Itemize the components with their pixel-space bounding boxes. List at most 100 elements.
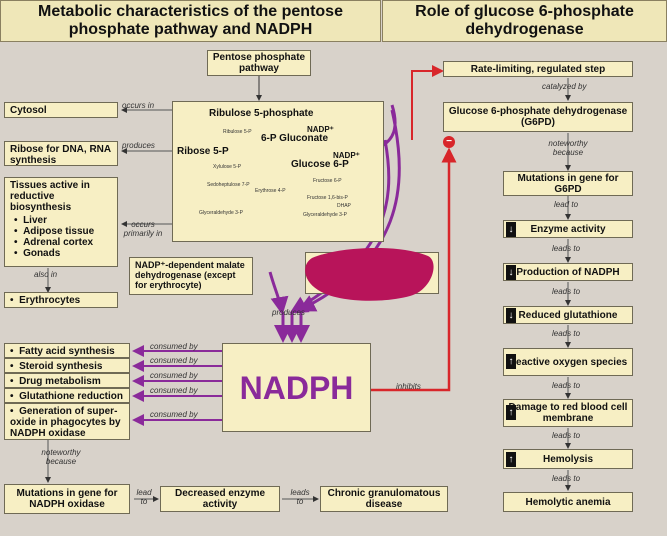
gluconate6p: 6-P Gluconate xyxy=(261,133,329,144)
glyceraldehyde3p-right: Glyceraldehyde 3-P xyxy=(303,212,347,218)
g6pd-text: Glucose 6-phosphate dehydrogenase (G6PD) xyxy=(448,106,628,128)
consumer-superoxide: Generation of super-oxide in phagocytes … xyxy=(4,403,130,440)
tissues-box: Tissues active in reductive biosynthesis… xyxy=(4,177,118,267)
reduced-glutathione-box: Reduced glutathione xyxy=(503,306,633,324)
consumer-drug: Drug metabolism xyxy=(4,373,130,388)
consumer-fatty-acid: Fatty acid synthesis xyxy=(4,343,130,358)
pathway-title: Pentose phosphate pathway xyxy=(212,52,306,74)
erythrocytes-box: Erythrocytes xyxy=(4,292,118,308)
consumer-list: Generation of super-oxide in phagocytes … xyxy=(10,406,124,439)
leads-to-label: leads to xyxy=(552,244,581,253)
rate-limiting-box: Rate-limiting, regulated step xyxy=(443,61,633,77)
ribulose5p-small: Ribulose 5-P xyxy=(223,129,252,135)
right-header-text: Role of glucose 6-phosphate dehydrogenas… xyxy=(415,3,634,38)
xylulose5p: Xylulose 5-P xyxy=(213,164,242,170)
pathway-title-box: Pentose phosphate pathway xyxy=(207,50,311,76)
consumed-by-label: consumed by xyxy=(150,356,198,365)
flow-malate xyxy=(268,271,289,315)
leads-to-label: leads to xyxy=(552,381,581,390)
noteworthy-label: noteworthy because xyxy=(41,448,81,466)
consumer-steroid: Steroid synthesis xyxy=(4,358,130,373)
consumed-by-label: consumed by xyxy=(150,342,198,351)
reduced-glutathione-text: Reduced glutathione xyxy=(518,309,618,321)
production-nadph-box: Production of NADPH xyxy=(503,263,633,281)
fructose16bp: Fructose 1,6-bis-P xyxy=(307,195,348,201)
tissue-item: Gonads xyxy=(14,248,112,259)
tissues-list: Liver Adipose tissue Adrenal cortex Gona… xyxy=(10,215,112,259)
leads-to-label: leads to xyxy=(290,488,310,506)
tissue-item: Liver xyxy=(14,215,112,226)
consumer-list: Steroid synthesis xyxy=(10,361,124,372)
nadph-box: NADPH xyxy=(222,343,371,432)
consumed-by-label: consumed by xyxy=(150,386,198,395)
inhibits-arrow xyxy=(371,147,457,392)
ink-blot xyxy=(305,247,434,301)
up-arrow-icon: ↑ xyxy=(506,452,516,467)
consumed-by-label: consumed by xyxy=(150,410,198,419)
catalyzed-by-label: catalyzed by xyxy=(542,82,587,91)
glucose6p: Glucose 6-P xyxy=(291,159,349,170)
consumer-list: Glutathione reduction xyxy=(10,391,124,402)
production-nadph-text: Production of NADPH xyxy=(516,266,620,278)
down-arrow-icon: ↓ xyxy=(506,222,516,237)
nadp-label-1: NADP⁺ xyxy=(307,125,334,134)
tissue-item: Adrenal cortex xyxy=(14,237,112,248)
erythrocytes-list: Erythrocytes xyxy=(10,295,112,306)
hemolysis-box: Hemolysis xyxy=(503,449,633,469)
pathway-box: Ribulose 5-phosphate Ribose 5-P 6-P Gluc… xyxy=(172,101,384,242)
rate-limit-arrow xyxy=(411,65,444,140)
malate-text: NADP⁺-dependent malate dehydrogenase (ex… xyxy=(135,260,245,290)
tissues-title: Tissues active in reductive biosynthesis xyxy=(10,180,90,213)
damage-rbc-text: Damage to red blood cell membrane xyxy=(508,402,628,424)
lead-to-right-label: lead to xyxy=(554,200,579,209)
fructose6p: Fructose 6-P xyxy=(313,178,342,184)
consumer-text: Generation of super-oxide in phagocytes … xyxy=(10,406,124,439)
consumer-list: Drug metabolism xyxy=(10,376,124,387)
damage-rbc-box: Damage to red blood cell membrane xyxy=(503,399,633,427)
ros-text: Reactive oxygen species xyxy=(508,356,628,368)
nadp-label-2: NADP⁺ xyxy=(333,151,360,160)
down-arrow-icon: ↓ xyxy=(506,265,516,280)
consumer-text: Fatty acid synthesis xyxy=(10,346,124,357)
left-header: Metabolic characteristics of the pentose… xyxy=(0,0,381,42)
sedoheptulose7p: Sedoheptulose 7-P xyxy=(207,182,250,188)
mutations-g6pd-box: Mutations in gene for G6PD xyxy=(503,171,633,196)
consumer-text: Glutathione reduction xyxy=(10,391,124,402)
inhibits-label: inhibits xyxy=(396,382,421,391)
produces-mid-label: produces xyxy=(272,308,305,317)
dhap: DHAP xyxy=(337,203,351,209)
produces-label: produces xyxy=(122,141,155,150)
mutation-text: Mutations in gene for NADPH oxidase xyxy=(16,488,118,510)
consumed-by-label: consumed by xyxy=(150,371,198,380)
leads-to-label: leads to xyxy=(552,287,581,296)
mutations-g6pd-text: Mutations in gene for G6PD xyxy=(517,172,619,195)
cytosol-text: Cytosol xyxy=(10,105,47,116)
up-arrow-icon: ↑ xyxy=(506,354,516,369)
leads-to-label: leads to xyxy=(552,474,581,483)
hemolytic-anemia-box: Hemolytic anemia xyxy=(503,492,633,512)
cgd-box: Chronic granulomatous disease xyxy=(320,486,448,512)
ribose-dna-text: Ribose for DNA, RNA synthesis xyxy=(10,144,111,166)
ribose-dna-box: Ribose for DNA, RNA synthesis xyxy=(4,141,118,166)
ribose5p: Ribose 5-P xyxy=(177,146,229,157)
occurs-primarily-label: occurs primarily in xyxy=(123,220,163,238)
tissue-item: Adipose tissue xyxy=(14,226,112,237)
lead-to-label: lead to xyxy=(136,488,152,506)
inhibit-minus-icon: − xyxy=(443,136,455,148)
left-header-text: Metabolic characteristics of the pentose… xyxy=(38,3,343,38)
erythrose4p: Erythrose 4-P xyxy=(255,188,286,194)
decreased-activity-box: Decreased enzyme activity xyxy=(160,486,280,512)
hemolysis-text: Hemolysis xyxy=(542,453,594,465)
noteworthy-right-label: noteworthy because xyxy=(548,139,588,157)
consumer-glutathione: Glutathione reduction xyxy=(4,388,130,403)
cytosol-box: Cytosol xyxy=(4,102,118,118)
cgd-text: Chronic granulomatous disease xyxy=(327,488,441,510)
ribulose5p: Ribulose 5-phosphate xyxy=(209,108,314,119)
erythrocytes-text: Erythrocytes xyxy=(10,295,112,306)
consumer-text: Drug metabolism xyxy=(10,376,124,387)
occurs-in-label: occurs in xyxy=(122,101,155,110)
down-arrow-icon: ↓ xyxy=(506,308,516,323)
ros-box: Reactive oxygen species xyxy=(503,348,633,376)
